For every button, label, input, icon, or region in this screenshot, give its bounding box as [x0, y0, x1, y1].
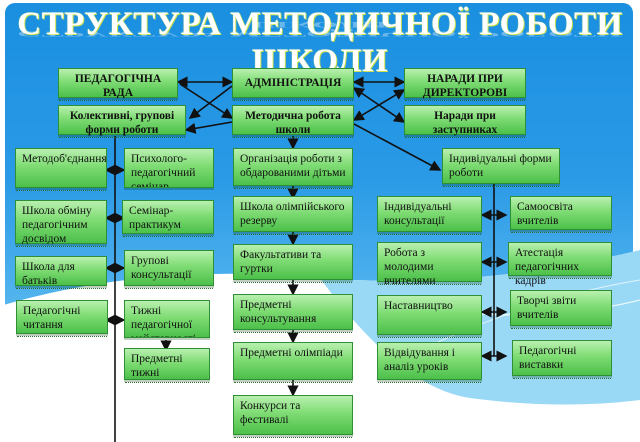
box-director-meetings: НАРАДИ ПРИ ДИРЕКТОРОВІ	[404, 68, 526, 101]
box-seminar-workshop: Семінар-практикум	[122, 200, 214, 237]
box-subject-olympiads: Предметні олімпіади	[233, 342, 353, 383]
box-collective-forms: Колективні, групові форми роботи	[58, 105, 186, 138]
box-pedagogical-council: ПЕДАГОГІЧНА РАДА	[58, 68, 178, 101]
box-lesson-visits: Відвідування і аналіз уроків	[377, 342, 482, 383]
box-group-consultations: Групові консультації	[124, 250, 214, 289]
box-self-education: Самоосвіта вчителів	[510, 196, 612, 233]
box-contests-festivals: Конкурси та фестивалі	[233, 395, 353, 438]
box-electives-clubs: Факультативи та гуртки	[233, 244, 353, 283]
box-individual-consultations: Індивідуальні консультації	[377, 196, 482, 235]
box-method-association: Методоб'єднання	[15, 148, 107, 191]
box-mentoring: Наставництво	[377, 295, 482, 338]
box-deputy-meetings: Наради при заступниках	[404, 105, 526, 138]
box-parents-school: Школа для батьків	[15, 256, 107, 289]
box-subject-consulting: Предметні консультування	[233, 294, 353, 333]
box-olympic-reserve: Школа олімпійського резерву	[233, 196, 353, 235]
box-pedagogical-exhibitions: Педагогічні виставки	[512, 340, 612, 379]
box-gifted-children: Організація роботи з обдарованими дітьми	[233, 148, 353, 189]
box-individual-forms: Індивідуальні форми роботи	[442, 148, 560, 187]
box-attestation: Атестація педагогічних кадрів	[508, 242, 612, 287]
box-methodical-work: Методична робота школи	[232, 105, 354, 138]
box-subject-weeks: Предметні тижні	[124, 348, 210, 383]
box-young-teachers: Робота з молодими вчителями	[377, 242, 482, 287]
box-psych-seminar: Психолого-педагогічний семінар	[124, 148, 214, 188]
box-pedagogical-readings: Педагогічні читання	[16, 300, 108, 337]
box-mastery-weeks: Тижні педагогічної майстерності	[124, 300, 210, 338]
box-administration: АДМІНІСТРАЦІЯ	[232, 68, 354, 101]
box-creative-reports: Творчі звіти вчителів	[510, 290, 612, 329]
box-experience-school: Школа обміну педагогічним досвідом	[15, 200, 107, 247]
